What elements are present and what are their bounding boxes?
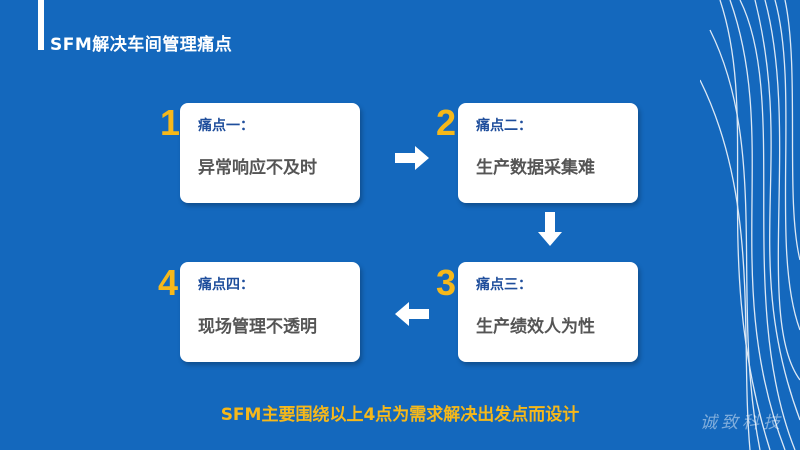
pain-point-card-1: 痛点一： 异常响应不及时 (180, 103, 360, 203)
pain-point-card-4: 痛点四： 现场管理不透明 (180, 262, 360, 362)
decorative-curves (700, 0, 800, 450)
card-label: 痛点二： (476, 118, 532, 134)
step-number-3: 3 (436, 262, 457, 303)
pain-point-card-2: 痛点二： 生产数据采集难 (458, 103, 638, 203)
arrow-right-icon (395, 146, 429, 170)
step-number-2: 2 (436, 102, 457, 143)
card-text: 现场管理不透明 (198, 317, 317, 337)
card-label: 痛点三： (476, 277, 532, 293)
arrow-left-icon (395, 302, 429, 326)
card-label: 痛点四： (198, 277, 254, 293)
card-label: 痛点一： (198, 118, 254, 134)
arrow-down-icon (538, 212, 562, 246)
card-text: 生产绩效人为性 (476, 317, 595, 337)
title-accent-bar (38, 0, 44, 50)
card-text: 生产数据采集难 (476, 158, 595, 178)
summary-text: SFM主要围绕以上4点为需求解决出发点而设计 (220, 405, 580, 425)
pain-point-card-3: 痛点三： 生产绩效人为性 (458, 262, 638, 362)
page-title: SFM解决车间管理痛点 (50, 35, 233, 55)
card-text: 异常响应不及时 (198, 158, 317, 178)
company-watermark: 诚致科技 (700, 413, 784, 433)
step-number-4: 4 (158, 262, 179, 303)
step-number-1: 1 (160, 102, 181, 143)
